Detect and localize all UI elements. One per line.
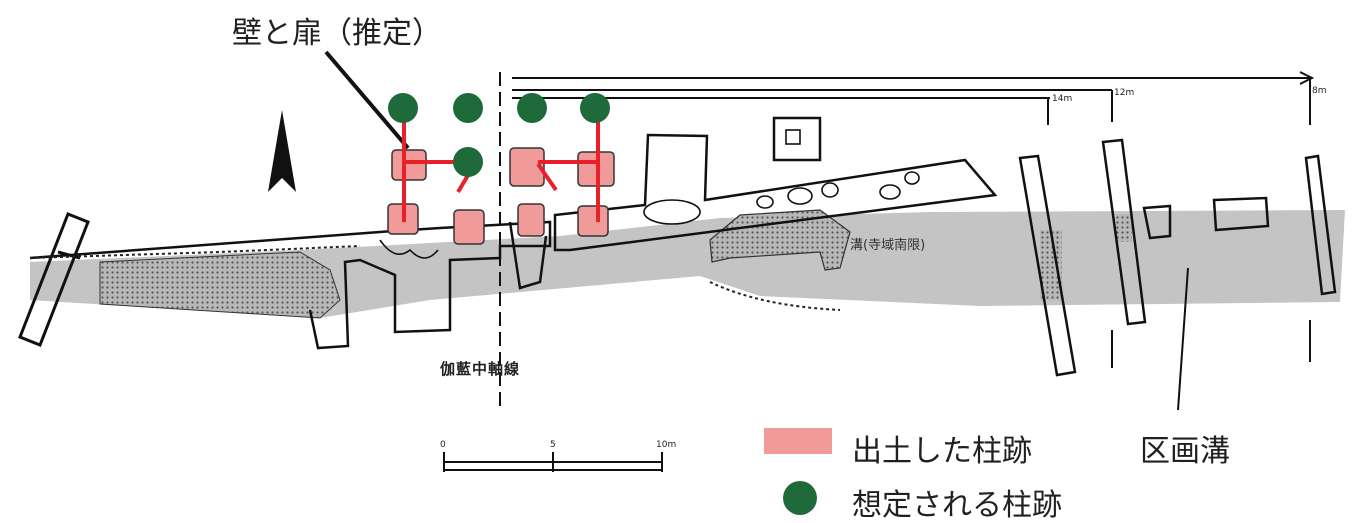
assumed-postholes bbox=[388, 93, 610, 177]
dotted-area-east1 bbox=[1040, 230, 1062, 300]
dotted-area-east2 bbox=[1116, 214, 1132, 242]
title-pointer bbox=[324, 50, 410, 150]
dimension-tick-12: 12m bbox=[1114, 88, 1135, 98]
scale-tick-0: 0 bbox=[440, 440, 446, 450]
ditch-inner-label: 溝(寺域南限) bbox=[850, 238, 926, 253]
dotted-area-center bbox=[709, 209, 851, 271]
scale-tick-5: 5 bbox=[550, 440, 556, 450]
dimension-tick-14: 14m bbox=[1052, 94, 1073, 104]
wall-and-door-lines bbox=[402, 110, 600, 222]
wall-door-title: 壁と扉（推定） bbox=[232, 16, 442, 51]
dimension-tick-8: 8m bbox=[1312, 86, 1327, 96]
legend-excavated-swatch bbox=[764, 428, 832, 454]
outline-detail bbox=[379, 116, 920, 259]
ditch-callout-label: 区画溝 bbox=[1140, 434, 1230, 469]
legend-excavated-label: 出土した柱跡 bbox=[852, 434, 1032, 469]
scale-bar bbox=[443, 452, 663, 472]
legend-assumed-swatch bbox=[783, 481, 817, 515]
central-axis-label: 伽藍中軸線 bbox=[440, 360, 521, 378]
ditch-pointer bbox=[1177, 267, 1189, 411]
dotted-boundary-ditch bbox=[709, 281, 841, 311]
ditch-band bbox=[30, 210, 1345, 318]
excavation-outline bbox=[29, 133, 998, 350]
scale-tick-10: 10m bbox=[656, 440, 677, 450]
legend-assumed-label: 想定される柱跡 bbox=[852, 488, 1062, 523]
dotted-area-west bbox=[99, 251, 341, 319]
dotted-boundary bbox=[29, 245, 361, 259]
north-arrow-icon bbox=[268, 110, 296, 192]
trenches-east bbox=[1018, 138, 1337, 377]
